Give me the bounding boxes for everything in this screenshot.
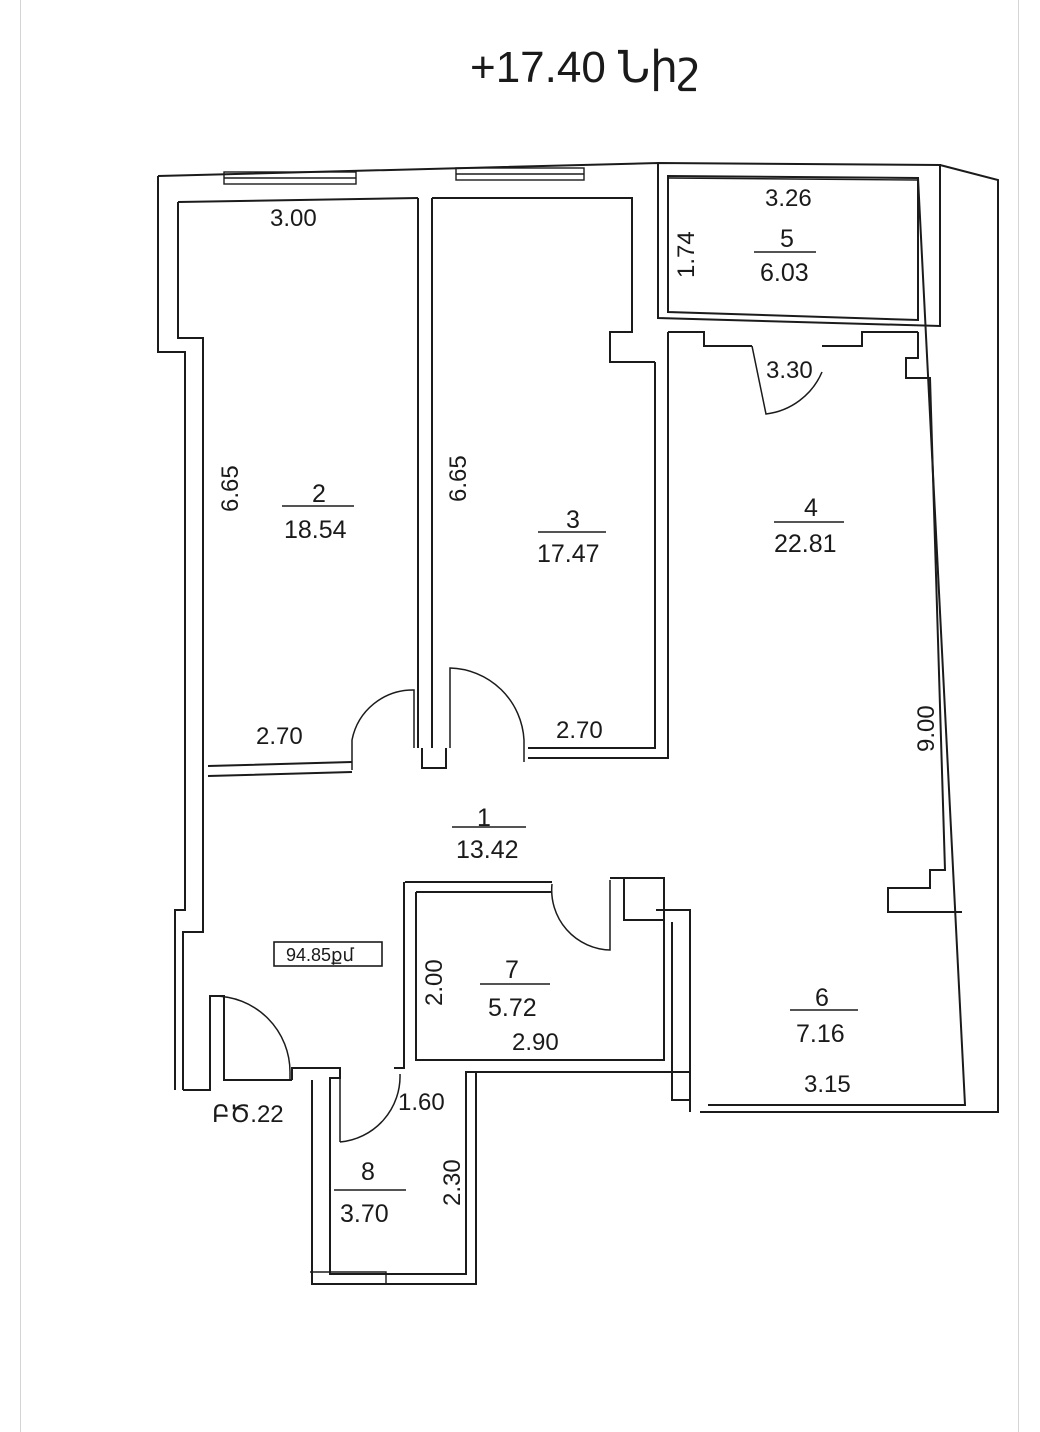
svg-text:5.72: 5.72 [488, 994, 537, 1022]
dim-room5-top: 3.26 [765, 185, 812, 212]
dim-room7-bottom: 2.90 [512, 1029, 559, 1056]
dim-room7-side: 2.00 [421, 959, 448, 1006]
dim-room2-top: 3.00 [270, 205, 317, 232]
room8-door-jamb [394, 1062, 405, 1069]
window-room3 [455, 167, 585, 181]
room8-door [339, 1073, 401, 1143]
dim-room6-bottom: 3.15 [804, 1071, 851, 1098]
room7-right-pier [610, 877, 665, 921]
balcony-rail [667, 177, 919, 181]
svg-text:8: 8 [361, 1158, 375, 1186]
svg-text:7.16: 7.16 [796, 1020, 845, 1048]
dim-room8-side: 2.30 [439, 1159, 466, 1206]
room-label-7: 7 5.72 [480, 956, 550, 1022]
svg-text:6: 6 [815, 984, 829, 1012]
svg-text:3: 3 [566, 506, 580, 534]
room-label-5: 5 6.03 [754, 225, 816, 287]
room-label-3: 3 17.47 [537, 506, 606, 568]
room3-door [449, 667, 525, 762]
room2-top-wall [177, 197, 419, 203]
floor-level-title: +17.40 Նիշ [470, 43, 700, 92]
outer-wall-left-inner [177, 202, 204, 1090]
balcony-inner [667, 174, 919, 322]
svg-text:3.70: 3.70 [340, 1200, 389, 1228]
svg-text:1: 1 [477, 804, 491, 832]
dim-room8-top: 1.60 [398, 1089, 445, 1116]
left-margin-line [20, 0, 21, 1432]
dim-room4-top: 3.30 [766, 357, 813, 384]
entrance-wall-left [183, 995, 292, 1091]
balcony-door-right-jamb [822, 331, 918, 347]
window-room2 [223, 171, 357, 185]
balcony-door-swing [751, 345, 823, 415]
wall-room2-room3 [417, 198, 433, 748]
room8-walls [291, 1067, 477, 1285]
dim-room2-bottom: 2.70 [256, 723, 303, 750]
dim-room3-bottom: 2.70 [556, 717, 603, 744]
room-label-8: 8 3.70 [334, 1158, 406, 1228]
room-label-6: 6 7.16 [790, 984, 858, 1048]
room-label-2: 2 18.54 [282, 480, 354, 544]
svg-text:5: 5 [780, 225, 794, 253]
room3-top-wall [432, 197, 655, 363]
wall-room6-left [656, 909, 691, 1112]
room-label-4: 4 22.81 [774, 494, 844, 558]
dim-room5-side: 1.74 [673, 231, 700, 278]
room8-vent [310, 1271, 387, 1284]
room2-door [351, 689, 415, 770]
wall-room2-room3-end [421, 748, 447, 769]
right-margin-line [1018, 0, 1019, 1432]
svg-text:17.47: 17.47 [537, 540, 600, 568]
dim-room4-side: 9.00 [913, 705, 940, 752]
svg-text:7: 7 [505, 956, 519, 984]
svg-text:4: 4 [804, 494, 818, 522]
svg-text:2: 2 [312, 480, 326, 508]
room7-walls [403, 881, 665, 1062]
dim-room2-side: 6.65 [217, 465, 244, 512]
total-area-badge: 94.85քմ [273, 941, 383, 967]
room2-bottom-wall [207, 761, 353, 777]
balcony-door-left-jamb [668, 331, 752, 347]
svg-text:94.85քմ: 94.85քմ [286, 945, 354, 965]
outer-wall-left [157, 176, 186, 1090]
room-label-1: 1 13.42 [452, 804, 526, 864]
room4-right-wall [887, 332, 962, 913]
outer-wall-right [700, 164, 999, 1113]
balcony-outline [657, 161, 941, 328]
svg-text:22.81: 22.81 [774, 530, 837, 558]
room7-bottom-outer [476, 1071, 691, 1112]
floor-height-label: ԲԾ.22 [212, 1101, 284, 1128]
dim-room3-side: 6.65 [445, 455, 472, 502]
svg-text:6.03: 6.03 [760, 259, 809, 287]
wall-room3-room4-inner [528, 332, 669, 759]
entrance-door [213, 995, 291, 1080]
wall-room3-room4 [528, 362, 656, 749]
room7-door [550, 880, 611, 951]
svg-text:13.42: 13.42 [456, 836, 519, 864]
svg-text:18.54: 18.54 [284, 516, 347, 544]
